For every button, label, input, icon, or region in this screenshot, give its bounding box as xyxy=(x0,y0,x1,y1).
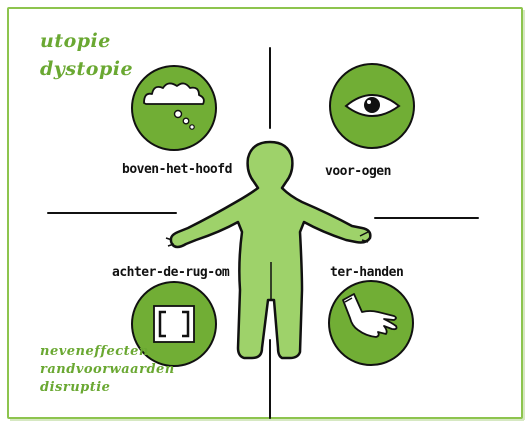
label-achter-de-rug-om: achter-de-rug-om xyxy=(112,265,230,280)
human-figure xyxy=(165,140,372,360)
note-randvoorwaarden: randvoorwaarden xyxy=(40,362,175,377)
quadrant-bottom-left-circle xyxy=(131,281,217,367)
quadrant-bottom-right-circle xyxy=(328,280,414,366)
brackets-icon xyxy=(153,305,195,343)
label-ter-handen: ter-handen xyxy=(330,265,404,280)
note-disruptie: disruptie xyxy=(40,380,111,395)
title-utopie: utopie xyxy=(40,30,111,52)
note-neveneffecten: neveneffecten xyxy=(40,344,149,359)
label-boven-het-hoofd: boven-het-hoofd xyxy=(122,162,232,177)
frame-shadow-right xyxy=(521,10,525,420)
title-dystopie: dystopie xyxy=(40,58,134,80)
quadrant-top-right-circle xyxy=(329,63,415,149)
label-voor-ogen: voor-ogen xyxy=(325,164,391,179)
frame-shadow-bottom xyxy=(10,417,524,421)
hand-icon xyxy=(342,293,398,338)
eye-icon xyxy=(344,94,401,117)
quadrant-top-left-circle xyxy=(131,65,217,151)
thought-cloud-icon xyxy=(143,82,205,130)
